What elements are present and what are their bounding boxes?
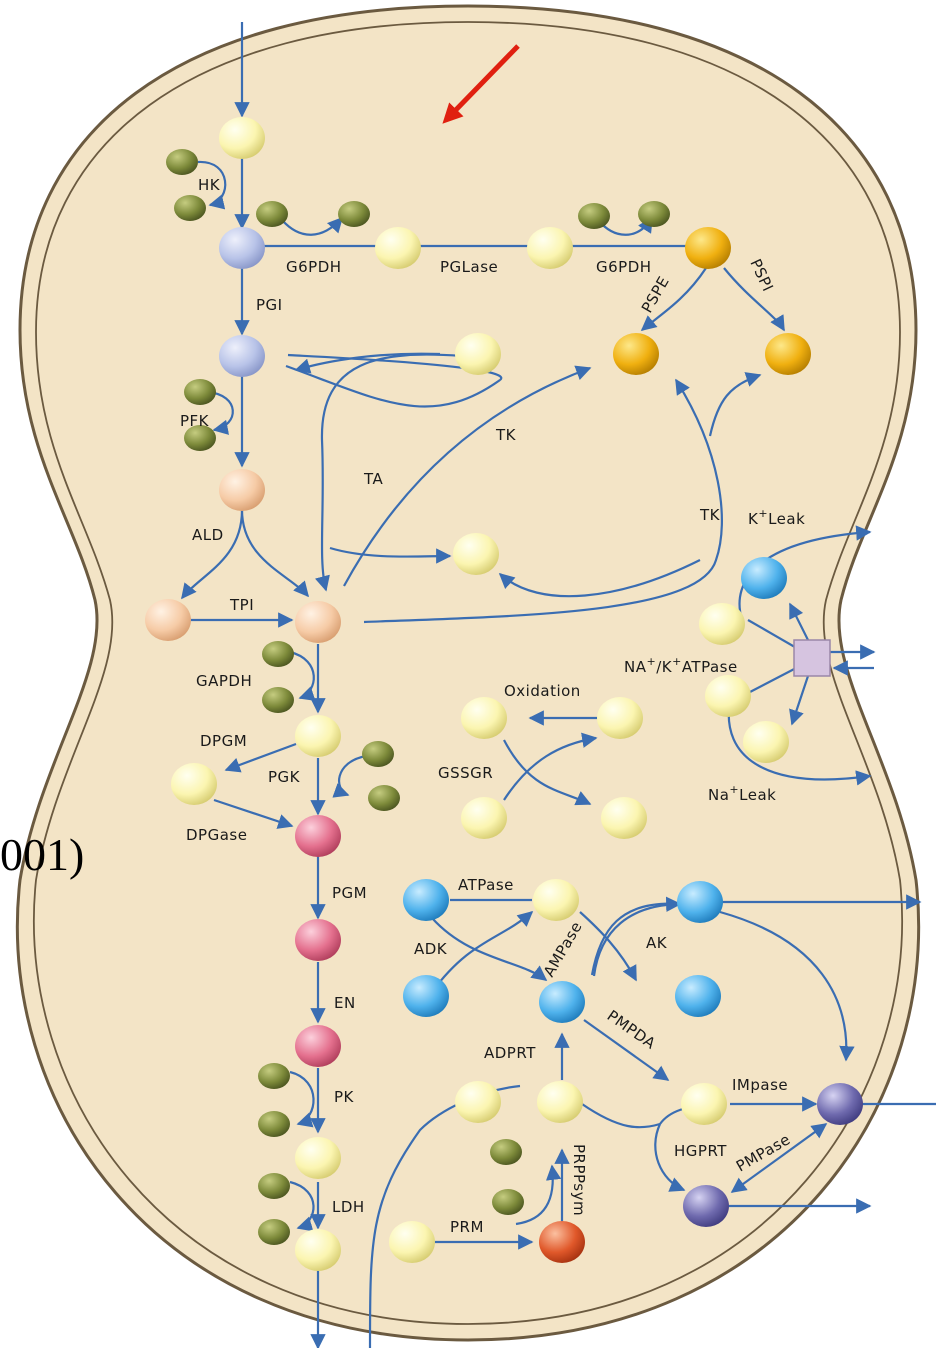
label-hgprt: HGPRT — [674, 1142, 727, 1160]
label-na-leak: Na+Leak — [708, 783, 776, 804]
gap-node — [295, 601, 341, 643]
fdp-node — [219, 469, 265, 511]
gsh-node-1 — [597, 697, 643, 739]
label-tpi: TPI — [229, 596, 254, 614]
pep-node — [295, 1025, 341, 1067]
label-atpase: ATPase — [458, 876, 514, 894]
hypoxanthine-node — [683, 1185, 729, 1227]
3pg-node — [295, 815, 341, 857]
e4p-node — [453, 533, 499, 575]
label-g6pdh-2: G6PDH — [596, 258, 652, 276]
label-tk-2: TK — [699, 506, 721, 524]
gsh-node-2 — [601, 797, 647, 839]
label-gssgr: GSSGR — [438, 764, 493, 782]
label-ldh: LDH — [332, 1198, 365, 1216]
dhap-node — [145, 599, 191, 641]
amp-node-2 — [675, 975, 721, 1017]
k-in-node — [699, 603, 745, 645]
atp-node — [403, 879, 449, 921]
na-out-node — [743, 721, 789, 763]
label-prppsym: PRPPsym — [570, 1144, 588, 1216]
atp-node-2 — [677, 881, 723, 923]
label-prm: PRM — [450, 1218, 484, 1236]
adp-node — [533, 879, 579, 921]
go6p-node — [527, 227, 573, 269]
pyruvate-node — [295, 1137, 341, 1179]
f6p-node — [219, 335, 265, 377]
label-pfk: PFK — [180, 412, 210, 430]
23dpg-node — [171, 763, 217, 805]
label-na-k-atpase: NA+/K+ATPase — [624, 655, 738, 676]
prpp-node — [539, 1221, 585, 1263]
label-g6pdh-1: G6PDH — [286, 258, 342, 276]
lactate-node — [295, 1229, 341, 1271]
label-ald: ALD — [192, 526, 224, 544]
x5p-node — [613, 333, 659, 375]
amp-node — [539, 981, 585, 1023]
adenine-node — [455, 1081, 501, 1123]
label-pk: PK — [334, 1088, 355, 1106]
na-k-pump — [794, 640, 830, 676]
r5p-node — [765, 333, 811, 375]
label-tk-1: TK — [495, 426, 517, 444]
clipped-caption-text: 001) — [0, 829, 84, 880]
label-dpgase: DPGase — [186, 826, 247, 844]
k-ion-node — [741, 557, 787, 599]
label-adprt: ADPRT — [484, 1044, 536, 1062]
na-in-node — [705, 675, 751, 717]
label-en: EN — [334, 994, 356, 1012]
label-dpgm: DPGM — [200, 732, 247, 750]
gssg-node-1 — [461, 697, 507, 739]
label-ta: TA — [363, 470, 383, 488]
label-oxidation: Oxidation — [504, 682, 581, 700]
label-ak: AK — [646, 934, 668, 952]
label-impase: IMpase — [732, 1076, 788, 1094]
inosine-node — [817, 1083, 863, 1125]
label-k-leak: K+Leak — [748, 507, 805, 528]
gssg-node-2 — [461, 797, 507, 839]
label-pglase: PGLase — [440, 258, 498, 276]
label-hk: HK — [198, 176, 221, 194]
label-pgk: PGK — [268, 768, 301, 786]
13dpg-node — [295, 715, 341, 757]
label-adk: ADK — [414, 940, 448, 958]
adp-node-2 — [403, 975, 449, 1017]
imp-node — [681, 1083, 727, 1125]
gl6p-node — [375, 227, 421, 269]
g6p-node — [219, 227, 265, 269]
s7p-node — [455, 333, 501, 375]
label-pgm: PGM — [332, 884, 367, 902]
label-gapdh: GAPDH — [196, 672, 252, 690]
r5p-node-2 — [389, 1221, 435, 1263]
label-pgi: PGI — [256, 296, 283, 314]
ru5p-node — [685, 227, 731, 269]
2pg-node — [295, 919, 341, 961]
glucose-node — [219, 117, 265, 159]
adenosine-node — [537, 1081, 583, 1123]
